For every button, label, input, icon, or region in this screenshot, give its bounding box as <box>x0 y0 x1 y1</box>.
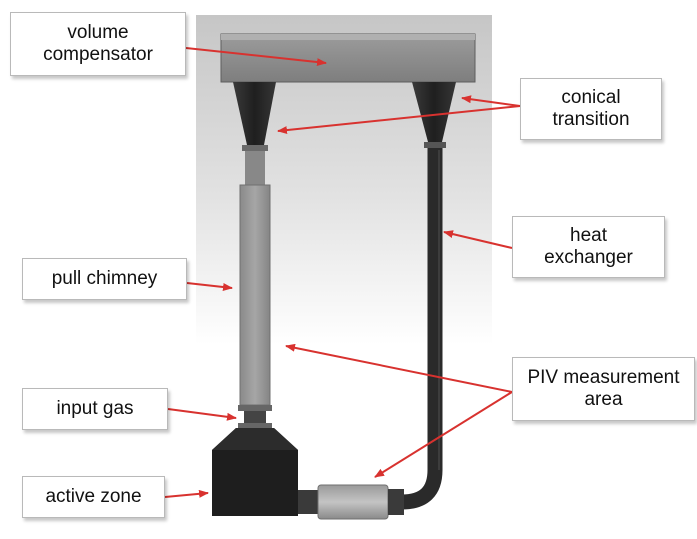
input-gas-flange <box>238 405 272 428</box>
arrow-pull-chimney <box>186 282 233 291</box>
label-conical-transition-line2: transition <box>552 109 630 130</box>
chimney-neck <box>245 151 265 185</box>
right-conical-transition <box>412 82 456 148</box>
arrow-conical-transition-left <box>277 105 521 135</box>
arrow-conical-transition-right <box>461 95 521 107</box>
label-heat-exchanger-line1: heat <box>570 225 607 246</box>
label-input-gas-line1: input gas <box>56 398 134 419</box>
label-heat-exchanger-line2: exchanger <box>544 247 633 268</box>
arrow-piv-chimney <box>285 343 513 393</box>
pull-chimney <box>239 184 271 406</box>
pointer-arrows <box>164 47 521 498</box>
arrow-piv-bottom <box>374 391 513 478</box>
label-conical-transition: conical transition <box>520 78 662 140</box>
label-active-zone: active zone <box>22 476 165 518</box>
arrow-volume-compensator <box>185 47 327 67</box>
label-active-zone-line1: active zone <box>45 486 142 507</box>
label-volume-compensator-line2: compensator <box>43 44 153 65</box>
label-pull-chimney-line1: pull chimney <box>51 268 158 289</box>
active-zone <box>212 428 298 516</box>
label-piv-measurement-area-line2: area <box>584 389 623 410</box>
arrow-input-gas <box>167 408 237 421</box>
arrow-active-zone <box>164 489 209 498</box>
label-piv-measurement-area: PIV measurement area <box>512 357 695 421</box>
label-input-gas: input gas <box>22 388 168 430</box>
label-pull-chimney: pull chimney <box>22 258 187 300</box>
label-heat-exchanger: heat exchanger <box>512 216 665 278</box>
label-conical-transition-line1: conical <box>561 87 621 108</box>
left-conical-transition <box>233 82 276 151</box>
arrow-heat-exchanger <box>443 230 513 249</box>
label-volume-compensator-line1: volume <box>67 22 129 43</box>
label-piv-measurement-area-line1: PIV measurement <box>527 367 680 388</box>
label-volume-compensator: volume compensator <box>10 12 186 76</box>
piv-section <box>298 484 404 520</box>
volume-compensator <box>220 33 476 83</box>
